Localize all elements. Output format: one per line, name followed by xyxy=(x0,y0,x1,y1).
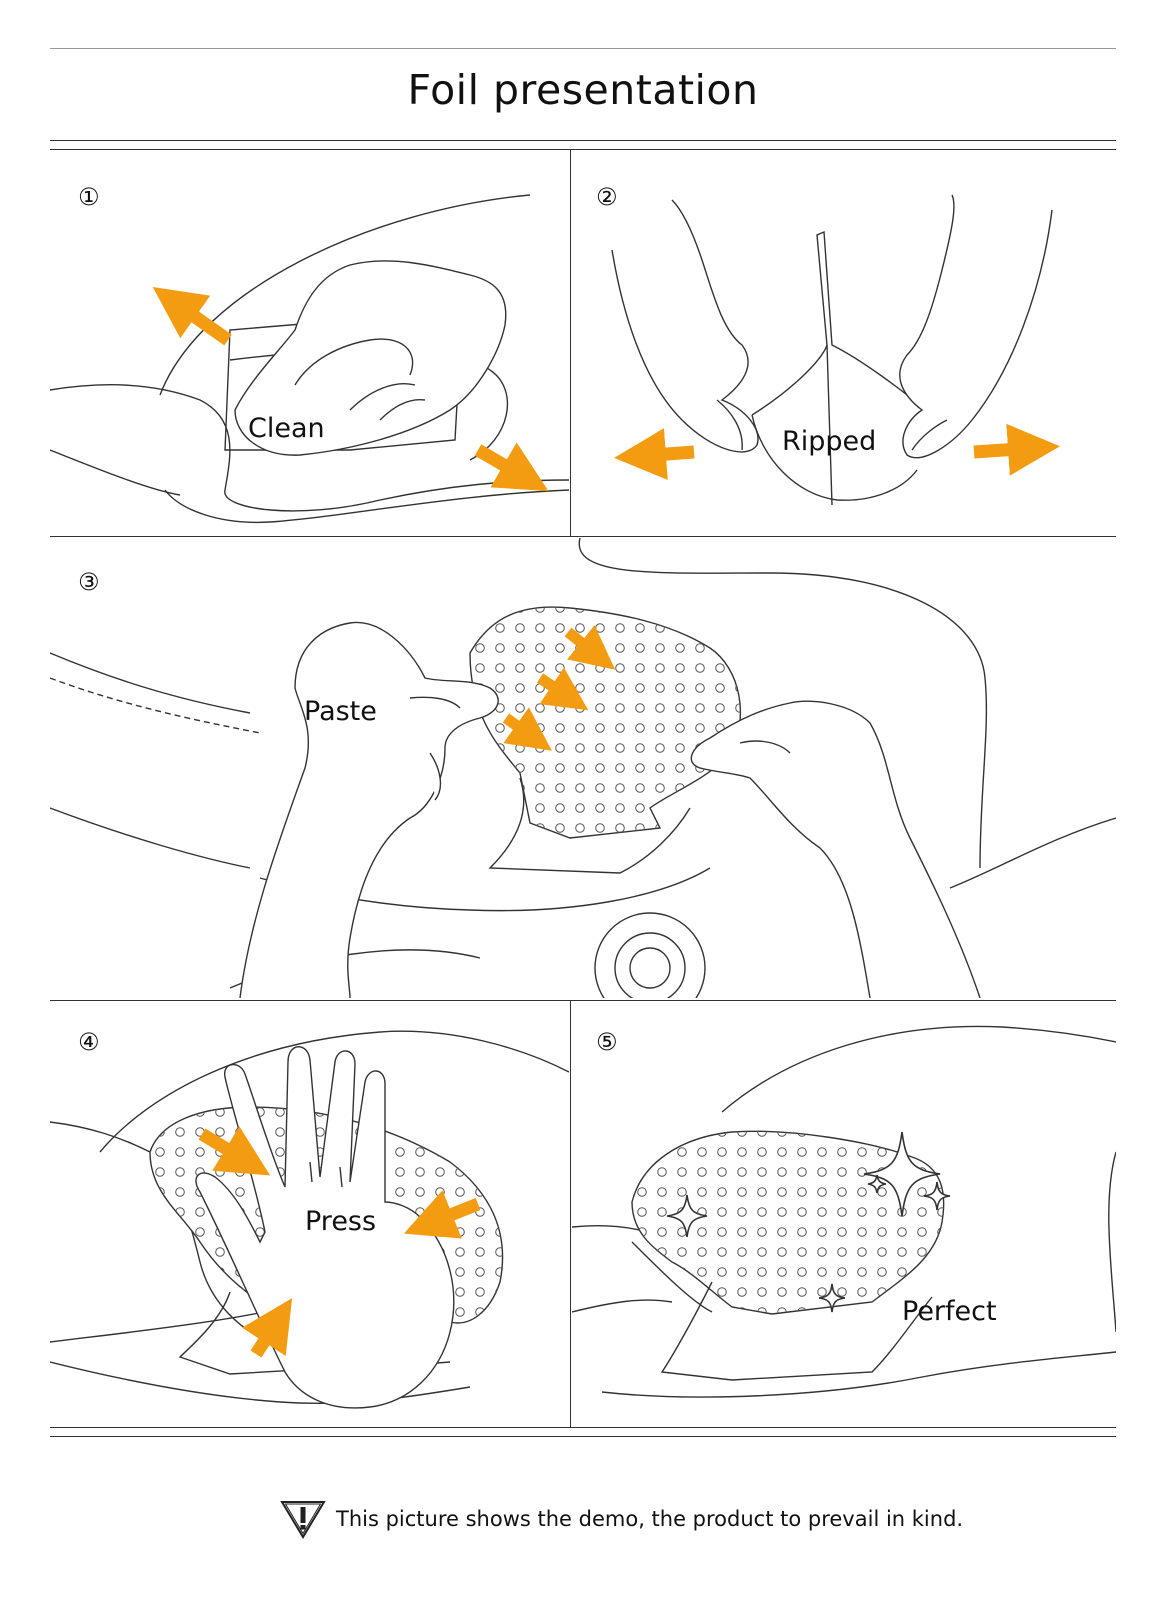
step-4-number: ④ xyxy=(78,1028,100,1056)
direction-arrow-up xyxy=(152,287,232,346)
right-hand-illustration xyxy=(690,700,981,998)
left-hand-illustration xyxy=(611,199,759,453)
tank-illustration xyxy=(572,1025,1116,1398)
title-rule-1 xyxy=(50,140,1116,141)
bottom-rule-1 xyxy=(50,1427,1116,1428)
tank-pad-illustration xyxy=(469,606,742,874)
top-rule xyxy=(50,48,1116,49)
warning-icon xyxy=(280,1501,326,1539)
step-2-label: Ripped xyxy=(782,426,876,457)
column-divider-top xyxy=(570,149,571,536)
paste-arrow-2 xyxy=(536,667,589,711)
pull-arrow-left xyxy=(614,428,695,481)
page-title: Foil presentation xyxy=(407,66,759,114)
paste-arrow-3 xyxy=(502,707,552,751)
paste-arrow-1 xyxy=(564,625,616,670)
footer-text: This picture shows the demo, the product… xyxy=(336,1507,964,1531)
step-1-panel: ① Clean xyxy=(50,183,569,524)
row-divider-2 xyxy=(50,1000,1116,1001)
backing-sheet-illustration xyxy=(751,230,933,506)
row-divider-1 xyxy=(50,536,1116,537)
left-hand-illustration xyxy=(239,621,499,998)
step-4-panel: ④ Press xyxy=(50,1028,569,1409)
pull-arrow-right xyxy=(973,423,1060,476)
right-hand-illustration xyxy=(899,194,1053,459)
step-4-label: Press xyxy=(305,1206,376,1237)
step-5-number: ⑤ xyxy=(596,1028,618,1056)
sparkle-icon xyxy=(666,1131,951,1313)
press-arrow-3 xyxy=(242,1298,293,1358)
step-3-panel: ③ Paste xyxy=(50,538,1116,998)
tank-illustration xyxy=(50,538,1116,998)
step-2-panel: ② Ripped xyxy=(596,183,1060,506)
bottom-rule-2 xyxy=(50,1436,1116,1437)
step-1-label: Clean xyxy=(248,413,325,444)
step-1-number: ① xyxy=(78,183,100,211)
step-2-number: ② xyxy=(596,183,618,211)
step-3-number: ③ xyxy=(78,568,100,596)
hand-illustration xyxy=(234,260,507,456)
step-5-label: Perfect xyxy=(902,1296,997,1327)
column-divider-bottom xyxy=(570,1000,571,1427)
press-arrow-2 xyxy=(403,1190,481,1239)
footer-note: This picture shows the demo, the product… xyxy=(280,1496,963,1542)
tank-pad-illustration xyxy=(631,1130,945,1381)
press-arrow-1 xyxy=(198,1126,271,1176)
step-3-label: Paste xyxy=(304,696,377,727)
step-5-panel: ⑤ Perfect xyxy=(572,1025,1116,1398)
direction-arrow-down xyxy=(474,442,549,492)
title-rule-2 xyxy=(50,149,1116,150)
